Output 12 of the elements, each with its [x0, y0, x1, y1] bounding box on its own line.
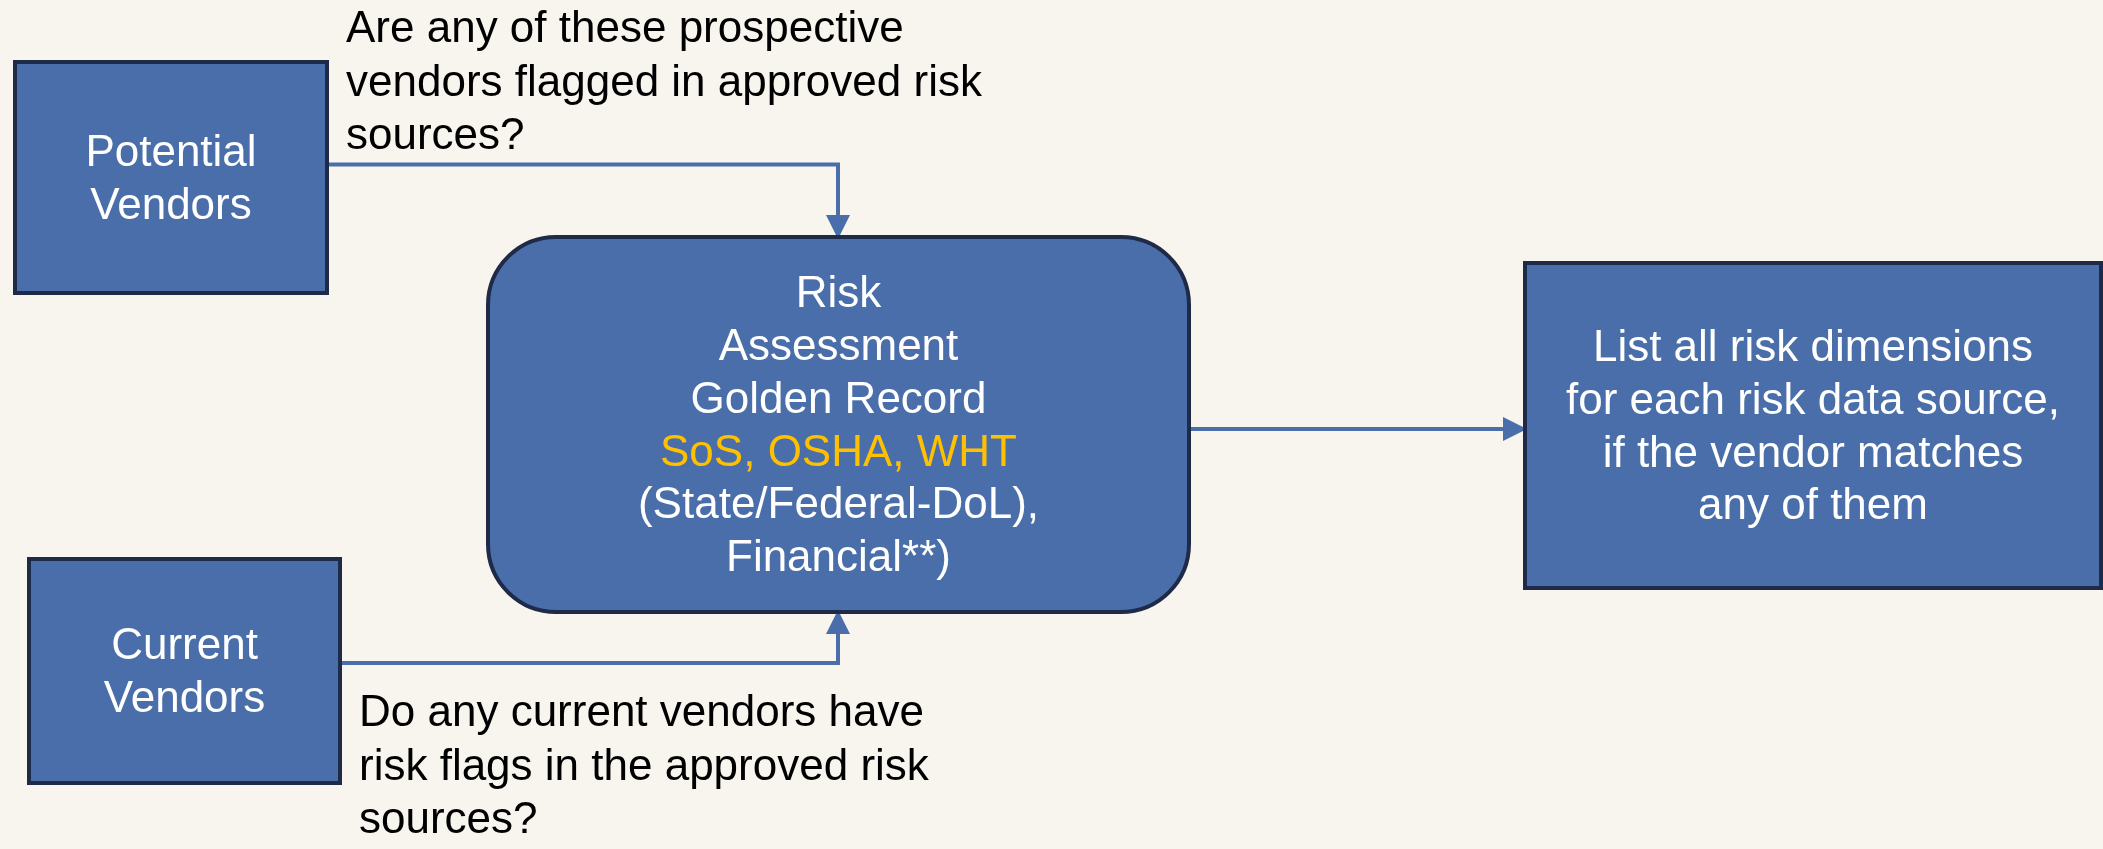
rounded-process-box — [486, 235, 1191, 614]
process-box — [13, 60, 329, 295]
node-text: SoS, OSHA, WHT — [660, 424, 1017, 477]
edge-label: Do any current vendors have risk flags in the approved risk sources? — [359, 685, 930, 845]
node-text: List all risk dimensions for each risk data source, if the vendor matches any of them — [1565, 319, 2061, 531]
node-text: Risk Assessment Golden Record — [689, 266, 988, 424]
node-text: (State/Federal-DoL), Financial**) — [636, 477, 1041, 583]
node-text: Current Vendors — [102, 618, 267, 723]
process-box — [27, 557, 342, 785]
edge-label: Are any of these prospective vendors flagged in approved risk sources? — [346, 1, 983, 161]
node-text: Potential Vendors — [84, 124, 258, 230]
process-box — [1523, 261, 2103, 590]
